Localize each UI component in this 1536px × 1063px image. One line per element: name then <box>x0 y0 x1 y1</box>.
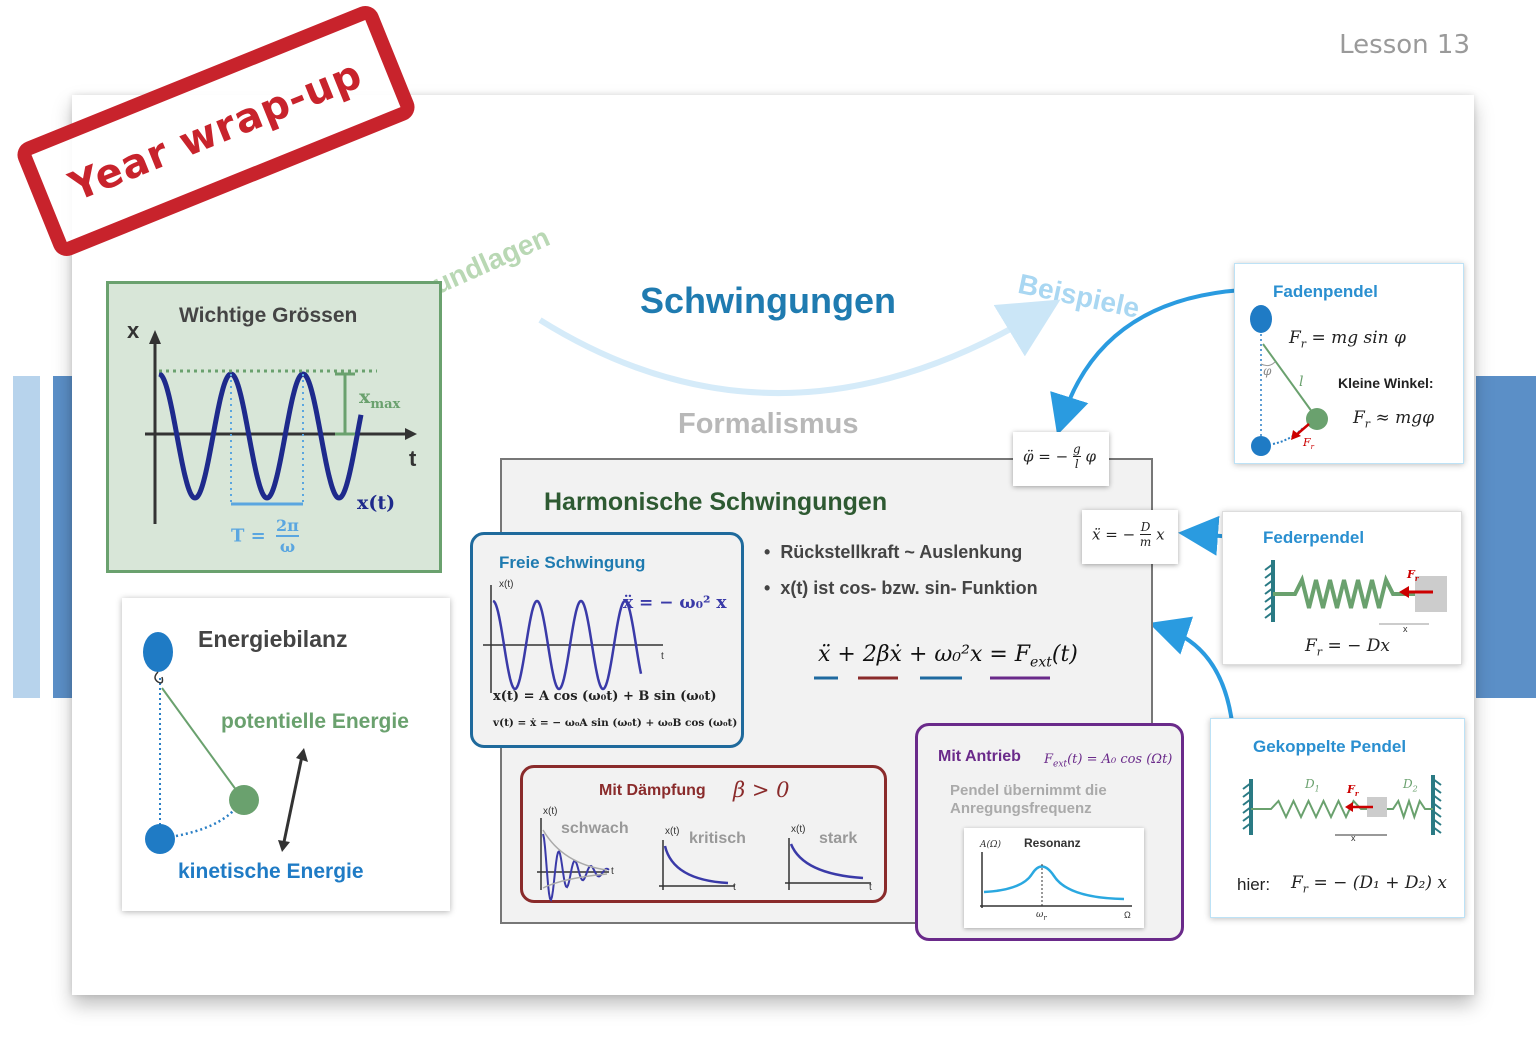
antrieb-desc-1: Pendel übernimmt die <box>950 782 1107 799</box>
antrieb-title: Mit Antrieb <box>938 748 1021 765</box>
faden-title: Fadenpendel <box>1273 282 1378 301</box>
wichtige-title: Wichtige Grössen <box>179 304 358 327</box>
left-stripe-dark <box>53 376 75 698</box>
xmax-label: xmax <box>359 386 401 412</box>
resonance-plot: Resonanz A(Ω) Ω ωr <box>964 828 1144 928</box>
case-schwach: schwach <box>561 820 629 837</box>
freie-eq: ẍ = − ω₀² x <box>623 593 727 613</box>
freie-axis-t: t <box>661 651 664 662</box>
daempfung-axis-t-2: t <box>733 882 736 893</box>
federpendel-drawing <box>1264 560 1447 625</box>
faden-force: Fr = mg sin φ <box>1289 328 1406 351</box>
axis-t-label: t <box>409 446 417 471</box>
energie-kin: kinetische Energie <box>178 860 364 883</box>
gekoppelt-d1: D1 <box>1305 777 1320 794</box>
res-w: ωr <box>1036 910 1047 922</box>
freie-sol2: v(t) = ẋ = − ω₀A sin (ω₀t) + ω₀B cos (ω₀… <box>493 717 738 729</box>
res-title: Resonanz <box>1024 836 1081 850</box>
daempfung-title: Mit Dämpfung <box>599 782 706 799</box>
case-stark: stark <box>819 830 858 847</box>
res-y: A(Ω) <box>980 840 1001 850</box>
bullet-1: • Rückstellkraft ~ Auslenkung <box>764 542 1023 562</box>
page-title: Schwingungen <box>640 280 896 321</box>
box-wichtige-groessen: Wichtige Grössen x t xmax x(t) T = 2π ω <box>106 281 442 573</box>
pendulum-energy <box>143 632 308 854</box>
equation-underlines <box>814 676 1050 680</box>
gekoppelt-here: hier: <box>1237 875 1271 894</box>
antrieb-force: Fext(t) = A₀ cos (Ωt) <box>1044 752 1173 770</box>
feder-title: Federpendel <box>1263 528 1365 547</box>
faden-fr: Fr <box>1303 436 1314 452</box>
fadenpendel-drawing <box>1250 305 1328 456</box>
daempfung-axis-t-1: t <box>611 866 614 877</box>
xt-label: x(t) <box>357 492 396 514</box>
right-stripe <box>1476 376 1536 698</box>
daempfung-axis-x-1: x(t) <box>543 806 558 817</box>
faden-phi: φ <box>1263 364 1272 378</box>
case-kritisch: kritisch <box>689 830 746 847</box>
box-gekoppelte-pendel: Gekoppelte Pendel D1 D2 Fr x hier: Fr = … <box>1210 718 1465 918</box>
period-label: T = 2π ω <box>231 516 299 556</box>
gekoppelt-force: Fr = − (D₁ + D₂) x <box>1291 873 1447 896</box>
res-x: Ω <box>1124 910 1131 920</box>
energie-title: Energiebilanz <box>198 626 348 652</box>
freie-axis-x: x(t) <box>499 579 514 590</box>
gekoppelt-title: Gekoppelte Pendel <box>1253 737 1407 756</box>
faden-l: l <box>1299 374 1304 390</box>
gekoppelt-x: x <box>1351 833 1356 843</box>
daempfung-axis-t-3: t <box>869 882 872 893</box>
daempfung-cond: β > 0 <box>733 778 790 802</box>
harmonisch-title: Harmonische Schwingungen <box>544 488 888 516</box>
label-formalismus: Formalismus <box>678 408 859 440</box>
energie-pot: potentielle Energie <box>221 710 409 733</box>
faden-approx: Fr ≈ mgφ <box>1353 408 1435 431</box>
daempfung-plots <box>537 818 871 902</box>
bullet-2: • x(t) ist cos- bzw. sin- Funktion <box>764 578 1038 598</box>
daempfung-axis-x-3: x(t) <box>791 824 806 835</box>
freie-plot <box>483 585 663 693</box>
lesson-label: Lesson 13 <box>1339 30 1470 60</box>
freie-title: Freie Schwingung <box>499 553 646 572</box>
antrieb-desc-2: Anregungsfrequenz <box>950 800 1092 817</box>
left-stripe-light <box>13 376 40 698</box>
box-antrieb: Mit Antrieb Fext(t) = A₀ cos (Ωt) Pendel… <box>915 723 1184 941</box>
main-equation: ẍ + 2βẋ + ω₀²x = Fext(t) <box>818 642 1078 671</box>
resonance-curve <box>980 852 1132 908</box>
gekoppelt-drawing <box>1242 775 1442 836</box>
box-federpendel: Federpendel Fr x Fr = − Dx <box>1222 511 1462 665</box>
faden-small: Kleine Winkel: <box>1338 375 1434 391</box>
feder-force: Fr = − Dx <box>1305 636 1390 659</box>
gekoppelt-d2: D2 <box>1403 777 1418 794</box>
box-fadenpendel: Fadenpendel Fr = mg sin φ Kleine Winkel:… <box>1234 263 1464 464</box>
box-daempfung: Mit Dämpfung β > 0 x(t) t x(t) t x(t) t … <box>520 765 887 903</box>
box-energiebilanz: Energiebilanz potentielle Energie kineti… <box>122 598 450 911</box>
axis-x-label: x <box>127 318 140 343</box>
daempfung-axis-x-2: x(t) <box>665 826 680 837</box>
freie-sol1: x(t) = A cos (ω₀t) + B sin (ω₀t) <box>493 689 717 704</box>
feder-fr: Fr <box>1407 568 1419 584</box>
box-freie-schwingung: Freie Schwingung x(t) t ẍ = − ω₀² x x(t)… <box>470 532 744 748</box>
feder-x: x <box>1403 624 1408 634</box>
sine-plot <box>145 330 417 524</box>
gekoppelt-fr: Fr <box>1347 783 1359 799</box>
